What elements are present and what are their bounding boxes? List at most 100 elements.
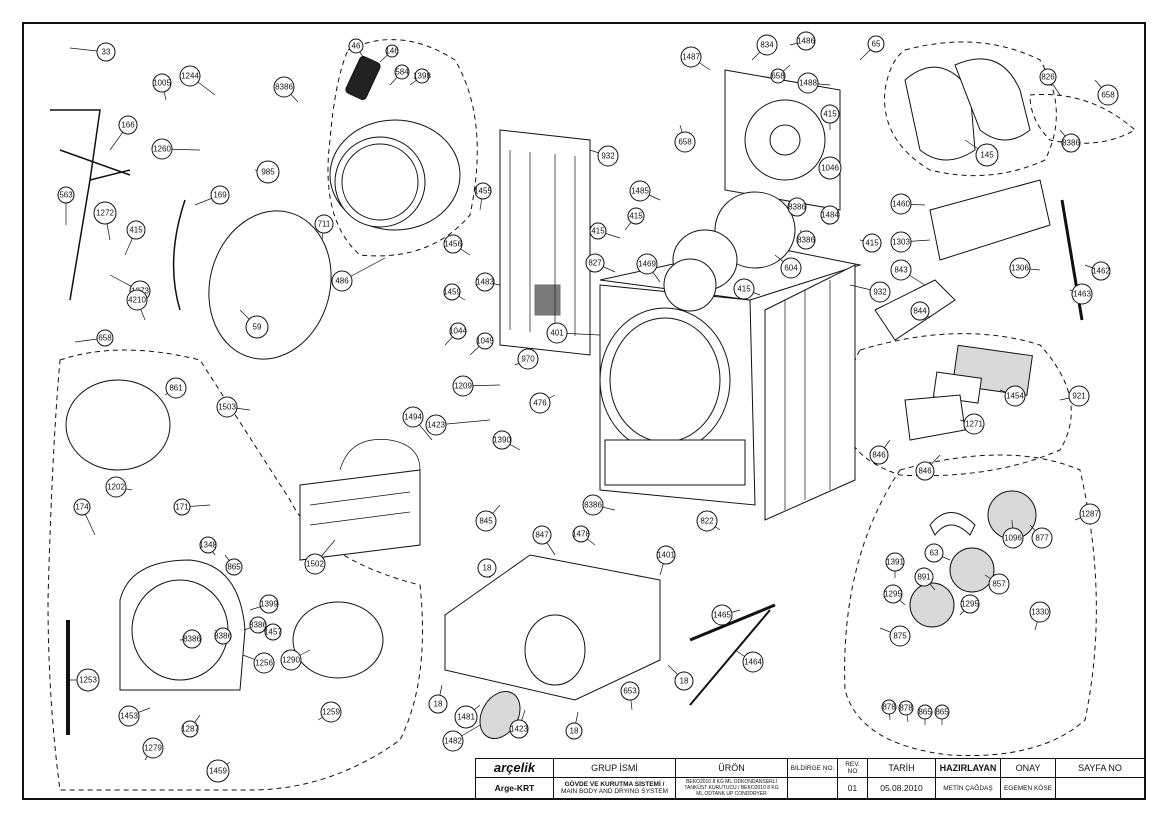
callout-174: 174 bbox=[73, 498, 96, 536]
callout-1401: 1401 bbox=[656, 545, 676, 576]
base-duct bbox=[524, 614, 586, 686]
callout-label: 401 bbox=[550, 329, 564, 338]
callout-label: 932 bbox=[873, 288, 887, 297]
callout-label: 857 bbox=[992, 580, 1006, 589]
callout-bubble bbox=[402, 406, 424, 428]
callout-827: 827 bbox=[585, 253, 616, 273]
callout-bubble bbox=[546, 322, 568, 344]
callout-label: 1453 bbox=[120, 712, 138, 721]
callout-bubble bbox=[126, 220, 146, 240]
callout-bubble bbox=[883, 584, 903, 604]
product-header: ÜRÖN bbox=[675, 758, 788, 778]
callout-415: 415 bbox=[624, 207, 645, 231]
callout-604: 604 bbox=[774, 254, 802, 279]
callout-bubble bbox=[674, 671, 694, 691]
callout-label: 1202 bbox=[107, 483, 125, 492]
callout-bubble bbox=[225, 558, 243, 576]
callout-bubble bbox=[1091, 261, 1111, 281]
gasket-1290 bbox=[292, 601, 384, 679]
callout-bubble bbox=[869, 445, 889, 465]
callout-label: 1465 bbox=[713, 611, 731, 620]
callout-1279: 1279 bbox=[142, 737, 164, 761]
callout-label: 658 bbox=[1101, 91, 1115, 100]
callout-bubble bbox=[1002, 527, 1024, 549]
date-cell: 05.08.2010 bbox=[867, 777, 936, 799]
callout-bubble bbox=[118, 705, 140, 727]
callout-bubble bbox=[787, 197, 807, 217]
callout-bubble bbox=[348, 38, 364, 54]
callout-label: 1486 bbox=[797, 37, 815, 46]
callout-822: 822 bbox=[696, 510, 721, 532]
callout-label: 8386 bbox=[183, 635, 201, 644]
callout-label: 8386 bbox=[1062, 139, 1080, 148]
callout-846: 846 bbox=[869, 439, 891, 465]
callout-label: 1259 bbox=[322, 708, 340, 717]
callout-label: 1401 bbox=[657, 551, 675, 560]
callout-bubble bbox=[1009, 257, 1031, 279]
callout-bubble bbox=[796, 31, 816, 51]
filter-housing bbox=[954, 58, 1031, 141]
callout-bubble bbox=[885, 552, 905, 572]
callout-18: 18 bbox=[428, 684, 448, 714]
callout-layer: 3316610051244838612609855631272415127316… bbox=[57, 31, 1119, 783]
callout-166: 166 bbox=[109, 115, 138, 151]
callout-label: 844 bbox=[913, 307, 927, 316]
callout-label: 846 bbox=[872, 451, 886, 460]
callout-658: 658 bbox=[1094, 79, 1119, 106]
callout-label: 18 bbox=[570, 727, 579, 736]
callout-label: 865 bbox=[227, 563, 241, 572]
callout-label: 1271 bbox=[965, 420, 983, 429]
callout-bubble bbox=[881, 699, 897, 715]
callout-bubble bbox=[532, 525, 552, 545]
notice-header: BİLDİRGE NO. bbox=[787, 758, 838, 778]
callout-1465: 1465 bbox=[711, 604, 741, 626]
callout-1423: 1423 bbox=[425, 414, 491, 436]
callout-bubble bbox=[273, 76, 295, 98]
product-desc-cell: BEKO2010 8 KG ML.ODKONDANSERLİ TANKÜST K… bbox=[675, 777, 788, 799]
callout-834: 834 bbox=[751, 34, 778, 61]
callout-bubble bbox=[96, 42, 116, 62]
company-logo-cell: arçelik bbox=[475, 758, 554, 778]
callout-bubble bbox=[890, 193, 912, 215]
callout-label: 1469 bbox=[638, 260, 656, 269]
callout-label: 1044 bbox=[449, 327, 467, 336]
callout-label: 169 bbox=[213, 191, 227, 200]
callout-bubble bbox=[1031, 527, 1053, 549]
callout-bubble bbox=[173, 498, 191, 516]
callout-169: 169 bbox=[194, 185, 230, 206]
callout-1045: 1045 bbox=[469, 332, 494, 356]
callout-label: 1459 bbox=[209, 767, 227, 776]
callout-bubble bbox=[428, 694, 448, 714]
callout-label: 415 bbox=[823, 110, 837, 119]
callout-label: 18 bbox=[680, 677, 689, 686]
callout-bubble bbox=[780, 257, 802, 279]
callout-658: 658 bbox=[674, 124, 696, 153]
callout-bubble bbox=[680, 46, 702, 68]
callout-label: 1502 bbox=[306, 560, 324, 569]
callout-bubble bbox=[264, 623, 282, 641]
callout-bubble bbox=[199, 536, 217, 554]
callout-bubble bbox=[898, 700, 914, 716]
callout-label: 865 bbox=[935, 708, 949, 717]
callout-label: 1494 bbox=[404, 413, 422, 422]
callout-bubble bbox=[1097, 84, 1119, 106]
callout-bubble bbox=[917, 704, 933, 720]
callout-bubble bbox=[797, 72, 819, 94]
callout-bubble bbox=[182, 629, 202, 649]
callout-1287: 1287 bbox=[1074, 503, 1101, 525]
callout-label: 1260 bbox=[153, 145, 171, 154]
callout-label: 563 bbox=[59, 191, 73, 200]
callout-65: 65 bbox=[859, 35, 885, 61]
callout-bubble bbox=[1004, 385, 1026, 407]
callout-bubble bbox=[1068, 385, 1090, 407]
fan-wheel-891 bbox=[909, 582, 955, 628]
callout-8386: 8386 bbox=[796, 229, 816, 250]
callout-844: 844 bbox=[910, 301, 931, 321]
callout-label: 1478 bbox=[572, 530, 590, 539]
callout-bubble bbox=[256, 160, 280, 184]
callout-1272: 1272 bbox=[93, 201, 117, 241]
callout-891: 891 bbox=[914, 567, 936, 591]
callout-label: 861 bbox=[169, 384, 183, 393]
callout-415: 415 bbox=[589, 222, 621, 240]
